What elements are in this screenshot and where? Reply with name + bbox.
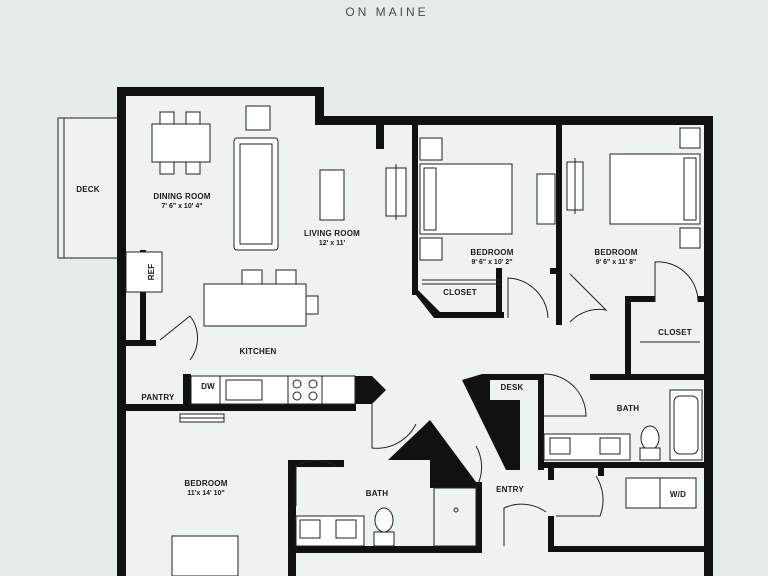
bed [419,163,513,235]
dining-room-label: DINING ROOM [153,192,210,201]
doors [159,261,699,546]
refrigerator-label: REF [147,264,156,281]
exterior-walls [117,87,713,576]
dining-chair [185,161,201,175]
bedroom-3-size: 11'x 14' 10" [187,490,224,497]
sink-icon [599,437,621,455]
dining-chair [159,161,175,175]
washer-dryer-label: W/D [670,490,686,499]
nightstand [679,227,701,249]
bath-2-label: BATH [366,489,388,498]
entry-label: ENTRY [496,485,524,494]
deck-label: DECK [76,185,99,194]
kitchen-counter [190,375,356,405]
nightstand [419,237,443,261]
bed [171,535,239,576]
sink-icon [225,379,263,401]
bedroom-1-label: BEDROOM [470,248,513,257]
dining-chair [159,111,175,125]
side-table [245,105,271,131]
refrigerator [125,251,163,293]
pantry-label: PANTRY [141,393,175,402]
washer-dryer [625,477,697,509]
nightstand [419,137,443,161]
bedroom-1-size: 9' 6" x 10' 2" [471,259,512,266]
dining-room-size: 7' 6" x 10' 4" [161,203,202,210]
bedroom-3-label: BEDROOM [184,479,227,488]
kitchen-label: KITCHEN [240,347,277,356]
stove-icon [287,375,323,405]
sink-icon [299,519,321,539]
dishwasher-label: DW [201,382,215,391]
bedroom-2-size: 9' 6" x 11' 8" [596,259,637,266]
dining-chair [185,111,201,125]
living-room-size: 12' x 11' [319,240,346,247]
sink-icon [549,437,571,455]
sink-icon [335,519,357,539]
dining-table [151,123,211,163]
bedroom-2-label: BEDROOM [594,248,637,257]
sofa [233,137,279,251]
bathtub [669,389,703,461]
windows [179,158,584,423]
brand-title: ON MAINE [345,5,428,19]
bar-stool [275,269,297,285]
toilet-icon [374,507,394,533]
living-room-label: LIVING ROOM [304,229,360,238]
coffee-table [319,169,345,221]
furniture [125,105,703,576]
toilet-icon [640,425,660,451]
bed [609,153,701,225]
interior-walls [126,125,712,576]
island-chair [305,295,319,315]
closet-1-label: CLOSET [443,288,477,297]
nightstand [679,127,701,149]
bar-stool [241,269,263,285]
bath-1-label: BATH [617,404,639,413]
closet-2-label: CLOSET [658,328,692,337]
shower [433,487,477,547]
kitchen-island [203,283,307,327]
desk-label: DESK [500,383,523,392]
room-labels: DECK DINING ROOM 7' 6" x 10' 4" LIVING R… [76,185,692,499]
